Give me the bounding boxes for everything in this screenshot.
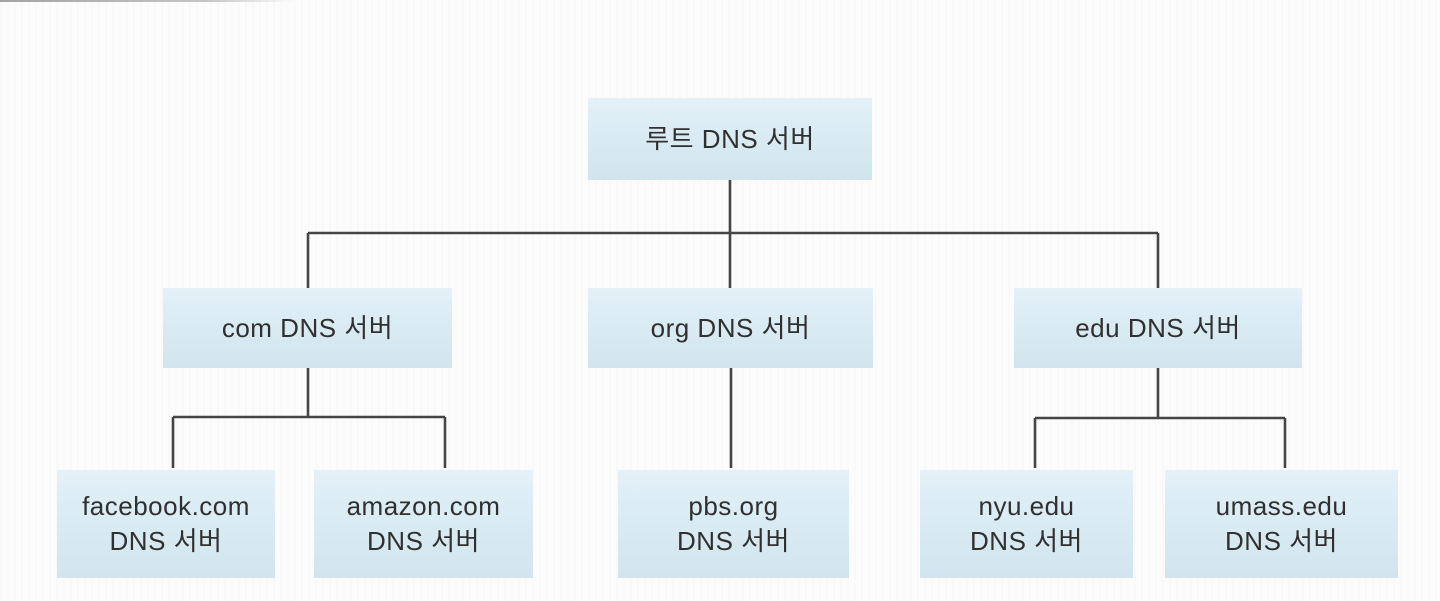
connector-root-branch bbox=[306, 180, 1160, 288]
node-label: edu DNS 서버 bbox=[1075, 312, 1241, 343]
node-org-dns-server: org DNS 서버 bbox=[588, 288, 873, 368]
node-label: 루트 DNS 서버 bbox=[645, 123, 815, 154]
node-label: nyu.edu bbox=[978, 491, 1075, 521]
node-facebook-com-dns-server: facebook.com DNS 서버 bbox=[57, 470, 275, 578]
node-label: amazon.com bbox=[346, 491, 501, 521]
connector-com-branch bbox=[171, 368, 447, 468]
node-label-line2: DNS 서버 bbox=[367, 526, 480, 556]
connector-edu-branch bbox=[1033, 368, 1287, 468]
node-label: org DNS 서버 bbox=[650, 312, 811, 343]
node-label-line2: DNS 서버 bbox=[1225, 526, 1338, 556]
node-root-dns-server: 루트 DNS 서버 bbox=[588, 98, 872, 180]
scan-artifact-line bbox=[0, 0, 295, 2]
node-edu-dns-server: edu DNS 서버 bbox=[1014, 288, 1302, 368]
node-amazon-com-dns-server: amazon.com DNS 서버 bbox=[314, 470, 533, 578]
node-label: com DNS 서버 bbox=[221, 312, 394, 343]
node-nyu-edu-dns-server: nyu.edu DNS 서버 bbox=[920, 470, 1133, 578]
node-label-line2: DNS 서버 bbox=[109, 526, 223, 556]
node-label-line2: DNS 서버 bbox=[677, 526, 790, 556]
node-label-line2: DNS 서버 bbox=[970, 526, 1083, 556]
node-pbs-org-dns-server: pbs.org DNS 서버 bbox=[618, 470, 849, 578]
node-com-dns-server: com DNS 서버 bbox=[163, 288, 452, 368]
node-label: pbs.org bbox=[688, 491, 779, 521]
node-label: umass.edu bbox=[1215, 491, 1348, 521]
node-label: facebook.com bbox=[82, 491, 250, 521]
node-umass-edu-dns-server: umass.edu DNS 서버 bbox=[1165, 470, 1398, 578]
